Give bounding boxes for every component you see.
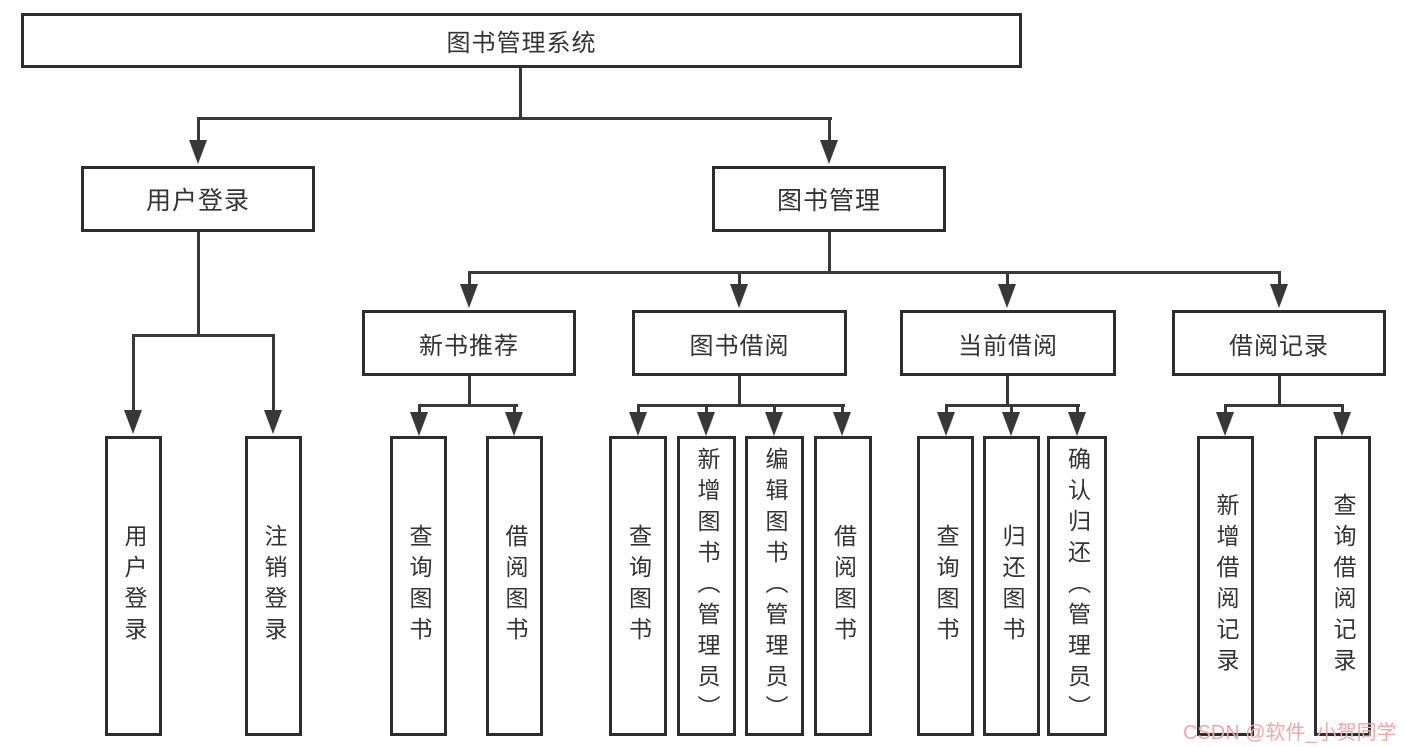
node-new-book-recommend-label: 新书推荐 [419, 332, 519, 360]
connector-bookmgmt-stem [828, 232, 831, 274]
connector-g3-shaft1 [945, 404, 948, 414]
connector-g2-shaft3 [773, 404, 776, 414]
node-user-login-label: 用户登录 [145, 187, 250, 215]
connector-g1-shaft2 [513, 404, 516, 414]
leaf-user-login-label: 用户登录 [121, 524, 147, 648]
node-borrow-records: 借阅记录 [1172, 310, 1386, 376]
node-current-borrowing: 当前借阅 [900, 310, 1116, 376]
arrow-to-leaf-add-books [697, 412, 715, 436]
node-borrow-records-label: 借阅记录 [1229, 332, 1329, 360]
connector-leaf1-shaft [272, 334, 275, 412]
leaf-query-borrow-record-label: 查询借阅记录 [1330, 493, 1356, 679]
node-book-management-label: 图书管理 [776, 187, 881, 215]
node-book-management: 图书管理 [712, 166, 946, 232]
connector-g4-shaft1 [1224, 404, 1227, 414]
arrow-to-current-borrowing [998, 284, 1016, 308]
arrow-to-leaf-user-login [124, 410, 142, 434]
connector-l3c-shaft [1006, 271, 1009, 288]
leaf-return-books: 归还图书 [983, 436, 1040, 736]
node-current-borrowing-label: 当前借阅 [958, 332, 1058, 360]
leaf-query-books-3-label: 查询图书 [933, 524, 959, 648]
leaf-edit-books-admin-label: 编辑图书（管理员） [762, 446, 788, 726]
connector-root-rail [197, 117, 832, 120]
arrow-to-leaf-query-books-1 [410, 412, 428, 436]
leaf-borrow-books-2: 借阅图书 [814, 436, 872, 736]
leaf-confirm-return-admin-label: 确认归还（管理员） [1064, 446, 1091, 726]
csdn-watermark: CSDN @软件_小贺同学 [1183, 722, 1397, 744]
connector-l3d-shaft [1278, 271, 1281, 288]
node-new-book-recommend: 新书推荐 [362, 310, 576, 376]
arrow-to-leaf-logout [264, 410, 282, 434]
arrow-to-borrow-records [1270, 284, 1288, 308]
connector-root-stem [519, 68, 522, 120]
node-book-borrowing-label: 图书借阅 [689, 332, 790, 360]
leaf-borrow-books-1-label: 借阅图书 [502, 524, 528, 648]
arrow-to-leaf-return-books [1002, 412, 1020, 436]
node-root: 图书管理系统 [21, 13, 1022, 68]
leaf-user-login: 用户登录 [105, 436, 162, 736]
leaf-add-borrow-record-label: 新增借阅记录 [1213, 493, 1239, 679]
connector-userlogin-stem [197, 232, 200, 337]
leaf-add-books-admin: 新增图书（管理员） [677, 436, 736, 736]
leaf-confirm-return-admin: 确认归还（管理员） [1047, 436, 1107, 736]
leaf-query-books-2: 查询图书 [609, 436, 667, 736]
connector-userlogin-shaft [197, 117, 200, 144]
arrow-to-leaf-query-borrow-record [1333, 412, 1351, 436]
connector-g2-shaft1 [637, 404, 640, 414]
leaf-return-books-label: 归还图书 [999, 524, 1025, 648]
connector-l3a-shaft [468, 271, 471, 288]
leaf-logout: 注销登录 [245, 436, 302, 736]
connector-g1-rail [418, 404, 518, 407]
connector-g2-shaft4 [841, 404, 844, 414]
arrow-to-book-management [820, 140, 838, 164]
leaf-query-borrow-record: 查询借阅记录 [1314, 436, 1371, 736]
leaf-logout-label: 注销登录 [261, 524, 287, 648]
leaf-query-books-3: 查询图书 [917, 436, 974, 736]
leaf-query-books-1-label: 查询图书 [406, 524, 432, 648]
leaf-borrow-books-1: 借阅图书 [486, 436, 543, 736]
connector-g3-stem [1006, 375, 1009, 407]
arrow-to-leaf-add-borrow-record [1216, 412, 1234, 436]
connector-g2-stem [738, 375, 741, 407]
arrow-to-leaf-confirm-return [1068, 412, 1086, 436]
leaf-add-books-admin-label: 新增图书（管理员） [694, 446, 720, 726]
leaf-query-books-1: 查询图书 [390, 436, 447, 736]
connector-g3-shaft2 [1010, 404, 1013, 414]
arrow-to-user-login [189, 140, 207, 164]
arrow-to-leaf-edit-books [765, 412, 783, 436]
arrow-to-leaf-query-books-2 [629, 412, 647, 436]
connector-g1-stem [468, 375, 471, 407]
connector-bookmgmt-shaft [828, 117, 831, 144]
connector-g3-shaft3 [1076, 404, 1079, 414]
leaf-borrow-books-2-label: 借阅图书 [830, 524, 857, 648]
arrow-to-book-borrowing [730, 284, 748, 308]
connector-g1-shaft1 [418, 404, 421, 414]
connector-leaf0-shaft [132, 334, 135, 412]
connector-g4-shaft2 [1341, 404, 1344, 414]
connector-g2-rail [637, 404, 845, 407]
arrow-to-leaf-borrow-books-1 [505, 412, 523, 436]
connector-g4-stem [1278, 375, 1281, 407]
node-book-borrowing: 图书借阅 [632, 310, 847, 376]
leaf-edit-books-admin: 编辑图书（管理员） [745, 436, 804, 736]
arrow-to-leaf-query-books-3 [937, 412, 955, 436]
connector-g2-shaft2 [705, 404, 708, 414]
node-user-login: 用户登录 [81, 166, 315, 232]
arrow-to-leaf-borrow-books-2 [833, 412, 851, 436]
arrow-to-new-book-recommend [460, 284, 478, 308]
leaf-add-borrow-record: 新增借阅记录 [1197, 436, 1254, 736]
connector-l3b-shaft [738, 271, 741, 288]
connector-level3-rail [468, 271, 1281, 274]
connector-g4-rail [1224, 404, 1344, 407]
node-root-label: 图书管理系统 [446, 30, 597, 57]
leaf-query-books-2-label: 查询图书 [625, 524, 652, 648]
connector-userlogin-rail [132, 334, 275, 337]
